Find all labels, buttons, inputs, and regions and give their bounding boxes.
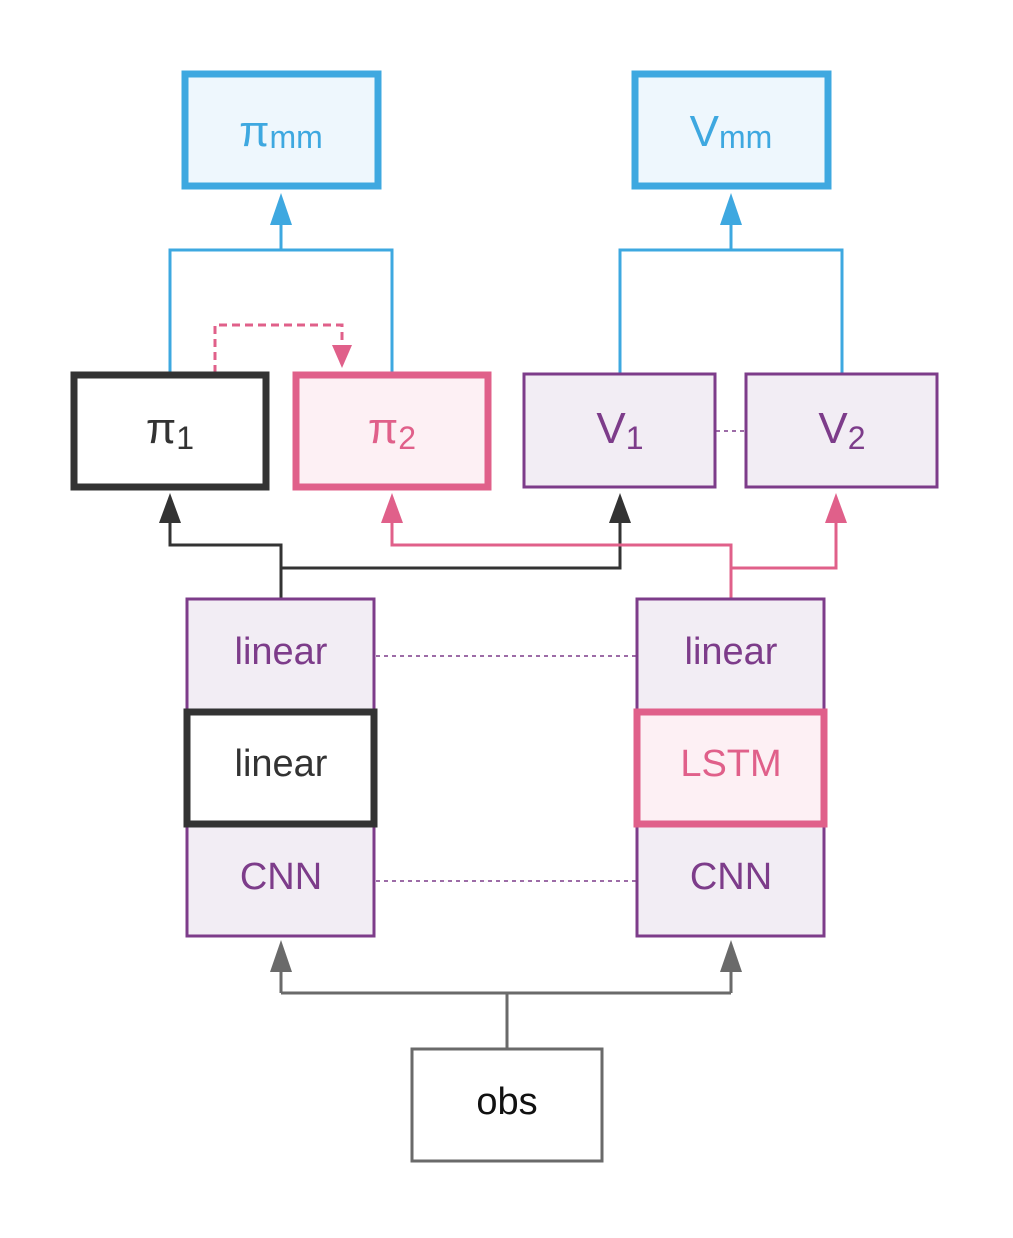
pi-1-sub: 1	[176, 420, 194, 456]
pi-1-base: π	[146, 404, 176, 453]
node-pi-1: π1	[70, 371, 270, 491]
edge-pi1-pi2-to-pimm	[168, 225, 394, 373]
node-v-1: V1	[522, 372, 717, 489]
v-mm-sub: mm	[719, 119, 772, 155]
arrowhead-to-pi2-bottom	[381, 493, 403, 523]
node-v-mm: Vmm	[631, 70, 832, 190]
arrowhead-to-right-cnn	[720, 940, 742, 972]
edge-left-stack-to-pi1-v1	[168, 523, 622, 598]
node-pi-mm: πmm	[181, 70, 382, 190]
left-stack: linear linear CNN	[183, 597, 378, 938]
pi-mm-base: π	[239, 107, 269, 156]
v-2-sub: 2	[848, 420, 866, 456]
right-lstm-box	[633, 708, 828, 828]
left-linear-mid-box	[183, 708, 378, 828]
arrowhead-to-left-cnn	[270, 940, 292, 972]
svg-text:Vmm: Vmm	[690, 107, 773, 156]
edge-obs-to-cnns	[279, 972, 733, 1048]
svg-text:V2: V2	[818, 404, 865, 456]
pi-2-base: π	[368, 404, 398, 453]
edge-v1-v2-to-vmm	[618, 225, 844, 373]
v-1-sub: 1	[626, 420, 644, 456]
svg-text:π1: π1	[146, 404, 194, 456]
arrowhead-to-v1	[609, 493, 631, 523]
v-2-base: V	[818, 404, 848, 453]
arrowhead-to-pi2	[332, 345, 352, 368]
left-linear-top-label: linear	[235, 631, 328, 673]
right-linear-top-label: linear	[685, 631, 778, 673]
left-cnn-label: CNN	[240, 856, 322, 898]
right-cnn-label: CNN	[690, 856, 772, 898]
node-pi-2: π2	[292, 371, 492, 491]
edge-right-stack-to-pi2-v2	[390, 523, 838, 598]
svg-text:πmm: πmm	[239, 107, 323, 156]
node-obs: obs	[410, 1047, 604, 1163]
edge-pi1-to-pi2-dashed	[213, 323, 344, 373]
right-lstm-label: LSTM	[680, 743, 781, 785]
v-mm-base: V	[690, 107, 720, 156]
v-1-base: V	[596, 404, 626, 453]
arrowhead-to-v2	[825, 493, 847, 523]
right-stack: linear LSTM CNN	[633, 597, 828, 938]
pi-2-sub: 2	[398, 420, 416, 456]
svg-text:V1: V1	[596, 404, 643, 456]
arrowhead-to-pimm	[270, 193, 292, 225]
left-linear-mid-label: linear	[235, 743, 328, 785]
obs-label: obs	[476, 1081, 537, 1123]
pi-mm-sub: mm	[270, 119, 323, 155]
arrowhead-to-vmm	[720, 193, 742, 225]
arrowhead-to-pi1	[159, 493, 181, 523]
svg-text:π2: π2	[368, 404, 416, 456]
node-v-2: V2	[744, 372, 939, 489]
